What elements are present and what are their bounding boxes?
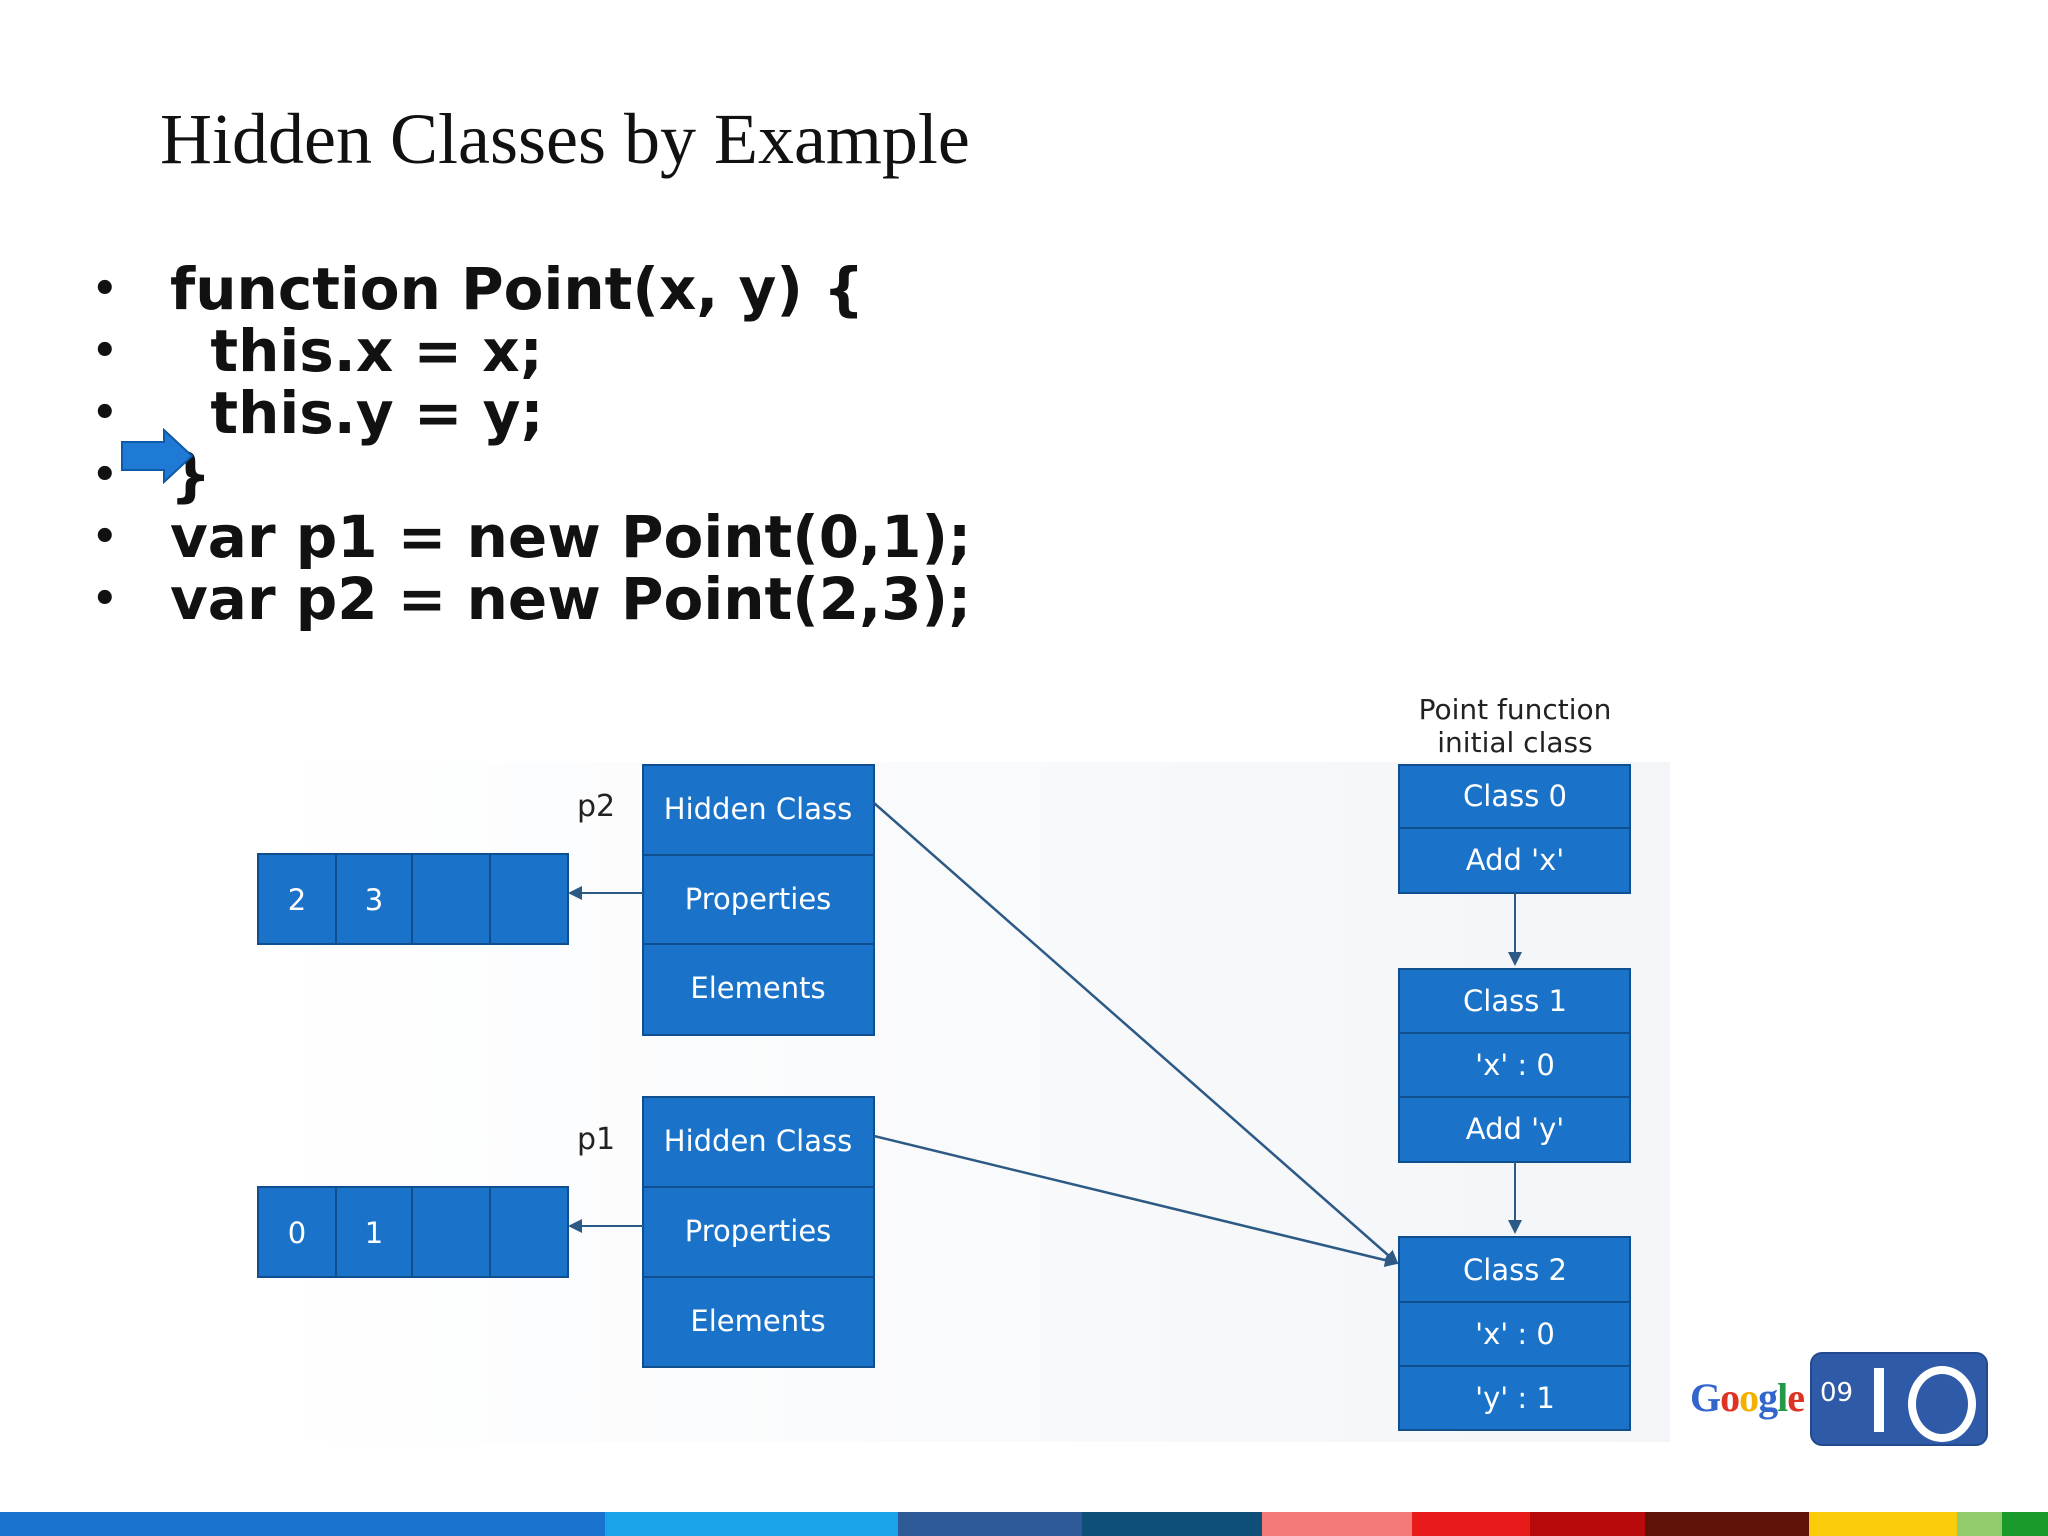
footer-color-segment xyxy=(605,1512,898,1536)
class-field: 'x' : 0 xyxy=(1475,1048,1555,1082)
footer-color-segment xyxy=(1809,1512,1957,1536)
footer-color-segment xyxy=(0,1512,605,1536)
class-field: 'x' : 0 xyxy=(1475,1317,1555,1351)
footer-color-segment xyxy=(1530,1512,1645,1536)
object-field: Properties xyxy=(685,1214,832,1248)
code-line-text: var p1 = new Point(0,1); xyxy=(170,503,972,571)
io-logo-icon: 09 xyxy=(1810,1352,1988,1446)
bullet: • xyxy=(92,452,118,498)
footer-color-segment xyxy=(1957,1512,2002,1536)
bullet: • xyxy=(92,390,118,436)
p2-object: Hidden Class Properties Elements xyxy=(642,764,875,1036)
google-letter: e xyxy=(1787,1375,1805,1420)
footer-color-segment xyxy=(1412,1512,1530,1536)
class-field: Class 0 xyxy=(1463,779,1567,813)
p1-object: Hidden Class Properties Elements xyxy=(642,1096,875,1368)
google-wordmark: Google xyxy=(1690,1374,1805,1421)
initial-class-caption: Point function xyxy=(1419,693,1612,726)
footer-color-segment xyxy=(898,1512,1082,1536)
footer-color-segment xyxy=(1262,1512,1412,1536)
initial-class-caption: initial class xyxy=(1437,726,1592,759)
class-1-box: Class 1 'x' : 0 Add 'y' xyxy=(1398,968,1631,1163)
footer-color-segment xyxy=(1645,1512,1809,1536)
p1-properties-array: 0 1 xyxy=(257,1186,569,1278)
array-cell: 3 xyxy=(365,883,383,917)
code-line-text: function Point(x, y) { xyxy=(170,255,865,323)
object-field: Hidden Class xyxy=(664,1124,852,1158)
io-letter-o xyxy=(1908,1366,1976,1442)
io-letter-i xyxy=(1874,1368,1884,1432)
google-letter: G xyxy=(1690,1375,1721,1420)
array-cell: 2 xyxy=(288,883,306,917)
footer-color-segment xyxy=(1082,1512,1262,1536)
class-field: Add 'y' xyxy=(1466,1112,1564,1146)
bullet: • xyxy=(92,576,118,622)
bullet: • xyxy=(92,328,118,374)
bullet: • xyxy=(92,266,118,312)
hidden-class-edge xyxy=(873,802,1399,1265)
array-cell: 0 xyxy=(288,1216,306,1250)
array-cell: 1 xyxy=(365,1216,383,1250)
class-field: 'y' : 1 xyxy=(1475,1381,1555,1415)
code-line-text: this.x = x; xyxy=(170,317,543,385)
class-0-box: Class 0 Add 'x' xyxy=(1398,764,1631,894)
hidden-class-edge xyxy=(873,1134,1399,1267)
class-field: Class 2 xyxy=(1463,1253,1567,1287)
slide-title: Hidden Classes by Example xyxy=(160,99,970,179)
p1-label: p1 xyxy=(577,1122,615,1157)
class-field: Add 'x' xyxy=(1466,843,1564,877)
footer-color-bar xyxy=(0,1512,2048,1536)
google-letter: g xyxy=(1758,1375,1778,1420)
object-field: Properties xyxy=(685,882,832,916)
google-io-logo: Google 09 xyxy=(1690,1350,1988,1446)
object-field: Elements xyxy=(690,971,825,1005)
object-field: Elements xyxy=(690,1304,825,1338)
google-letter: o xyxy=(1720,1375,1740,1420)
google-letter: o xyxy=(1739,1375,1759,1420)
code-line-text: var p2 = new Point(2,3); xyxy=(170,565,972,633)
object-field: Hidden Class xyxy=(664,792,852,826)
class-2-box: Class 2 'x' : 0 'y' : 1 xyxy=(1398,1236,1631,1431)
p2-properties-array: 2 3 xyxy=(257,853,569,945)
right-arrow-icon xyxy=(121,428,194,484)
google-letter: l xyxy=(1777,1375,1788,1420)
code-line-text: this.y = y; xyxy=(170,379,544,447)
logo-year: 09 xyxy=(1820,1378,1854,1408)
p2-label: p2 xyxy=(577,789,615,824)
footer-color-segment xyxy=(2002,1512,2048,1536)
bullet: • xyxy=(92,514,118,560)
class-field: Class 1 xyxy=(1463,984,1567,1018)
